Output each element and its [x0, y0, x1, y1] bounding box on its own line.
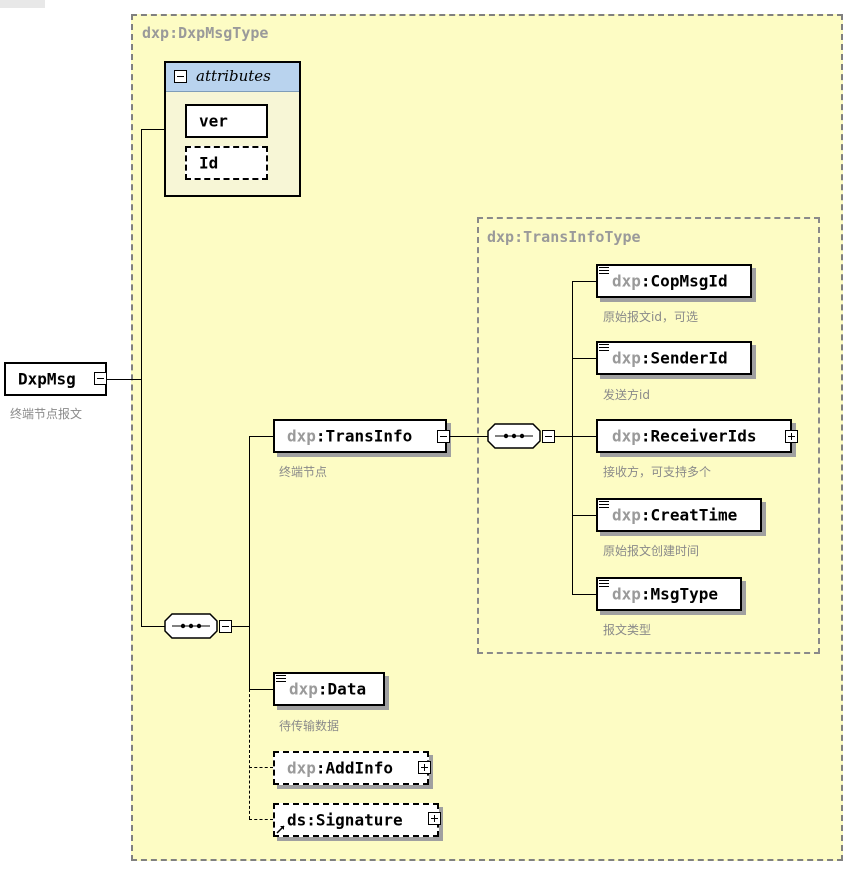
connector: [141, 626, 165, 627]
element-prefix: dxp: [289, 679, 318, 699]
element-prefix: dxp: [612, 271, 641, 291]
element-receiverids[interactable]: dxp:ReceiverIds: [596, 419, 792, 453]
element-data-label: Data: [327, 679, 367, 699]
connector: [141, 129, 142, 626]
element-signature[interactable]: ds:Signature: [273, 803, 439, 837]
doc-icon: [599, 344, 609, 352]
connector: [249, 436, 250, 689]
connector: [450, 436, 488, 437]
connector: [572, 594, 596, 595]
connector: [249, 689, 273, 690]
collapse-root-toggle[interactable]: [94, 372, 107, 385]
type-prefix: dxp: [487, 228, 515, 246]
senderid-annotation: 发送方id: [603, 388, 650, 402]
element-data[interactable]: dxp:Data: [273, 672, 385, 706]
corner-mark: [0, 0, 45, 8]
copmsgid-annotation: 原始报文id，可选: [603, 310, 698, 324]
type-label-transinfotype: dxp:TransInfoType: [487, 228, 641, 246]
doc-icon: [276, 675, 286, 683]
sequence-compositor-transinfo[interactable]: [487, 423, 541, 449]
element-creattime[interactable]: dxp:CreatTime: [596, 498, 762, 532]
attribute-ver[interactable]: ver: [185, 104, 268, 138]
connector: [555, 436, 572, 437]
attribute-id[interactable]: Id: [185, 146, 268, 180]
element-msgtype-label: MsgType: [650, 584, 718, 604]
root-element-label: DxpMsg: [18, 369, 76, 389]
doc-icon: [599, 580, 609, 588]
element-prefix: dxp: [612, 426, 641, 446]
collapse-transinfo-toggle[interactable]: [437, 430, 450, 443]
connector: [572, 358, 596, 359]
type-prefix: dxp: [142, 24, 170, 42]
connector-optional: [249, 689, 250, 819]
connector: [107, 379, 141, 380]
element-prefix: dxp: [612, 505, 641, 525]
element-msgtype[interactable]: dxp:MsgType: [596, 577, 742, 611]
sequence-compositor[interactable]: [164, 613, 218, 639]
data-annotation: 待传输数据: [279, 719, 340, 733]
type-name: DxpMsgType: [178, 24, 269, 42]
connector: [572, 281, 573, 594]
attributes-header: attributes: [166, 63, 299, 92]
root-annotation: 终端节点报文: [10, 407, 83, 421]
connector-optional: [249, 819, 273, 820]
element-senderid[interactable]: dxp:SenderId: [596, 341, 752, 375]
root-element-dxpmsg[interactable]: DxpMsg: [4, 362, 107, 396]
element-prefix: ds: [287, 810, 307, 830]
collapse-sequence-toggle[interactable]: [219, 620, 232, 633]
expand-addinfo-toggle[interactable]: [418, 761, 431, 774]
connector: [572, 436, 596, 437]
element-transinfo[interactable]: dxp:TransInfo: [273, 419, 447, 453]
element-copmsgid-label: CopMsgId: [650, 271, 728, 291]
attribute-id-label: Id: [199, 153, 219, 173]
element-addinfo-label: AddInfo: [325, 758, 393, 778]
element-receiverids-label: ReceiverIds: [650, 426, 757, 446]
type-name: TransInfoType: [523, 228, 641, 246]
connector-optional: [249, 767, 273, 768]
connector: [141, 129, 165, 130]
transinfo-annotation: 终端节点: [279, 465, 328, 479]
element-prefix: dxp: [287, 426, 316, 446]
element-copmsgid[interactable]: dxp:CopMsgId: [596, 264, 752, 298]
msgtype-annotation: 报文类型: [603, 623, 652, 637]
element-prefix: dxp: [612, 584, 641, 604]
element-addinfo[interactable]: dxp:AddInfo: [273, 751, 429, 785]
element-prefix: dxp: [287, 758, 316, 778]
expand-signature-toggle[interactable]: [428, 812, 441, 825]
connector: [249, 436, 273, 437]
attributes-title: attributes: [196, 67, 271, 85]
type-label-dxpmsgtype: dxp:DxpMsgType: [142, 24, 269, 42]
element-transinfo-label: TransInfo: [325, 426, 413, 446]
attribute-ver-label: ver: [199, 111, 228, 131]
doc-icon: [599, 267, 609, 275]
element-senderid-label: SenderId: [650, 348, 728, 368]
reference-arrow-icon: [276, 825, 285, 834]
connector: [232, 626, 249, 627]
receiverids-annotation: 接收方，可支持多个: [603, 465, 712, 479]
connector: [572, 281, 596, 282]
element-creattime-label: CreatTime: [650, 505, 738, 525]
collapse-transinfo-sequence-toggle[interactable]: [542, 430, 555, 443]
collapse-attributes-toggle[interactable]: [174, 70, 187, 83]
creattime-annotation: 原始报文创建时间: [603, 544, 700, 558]
element-signature-label: Signature: [315, 810, 403, 830]
element-prefix: dxp: [612, 348, 641, 368]
doc-icon: [599, 501, 609, 509]
expand-receiverids-toggle[interactable]: [785, 430, 798, 443]
connector: [572, 515, 596, 516]
